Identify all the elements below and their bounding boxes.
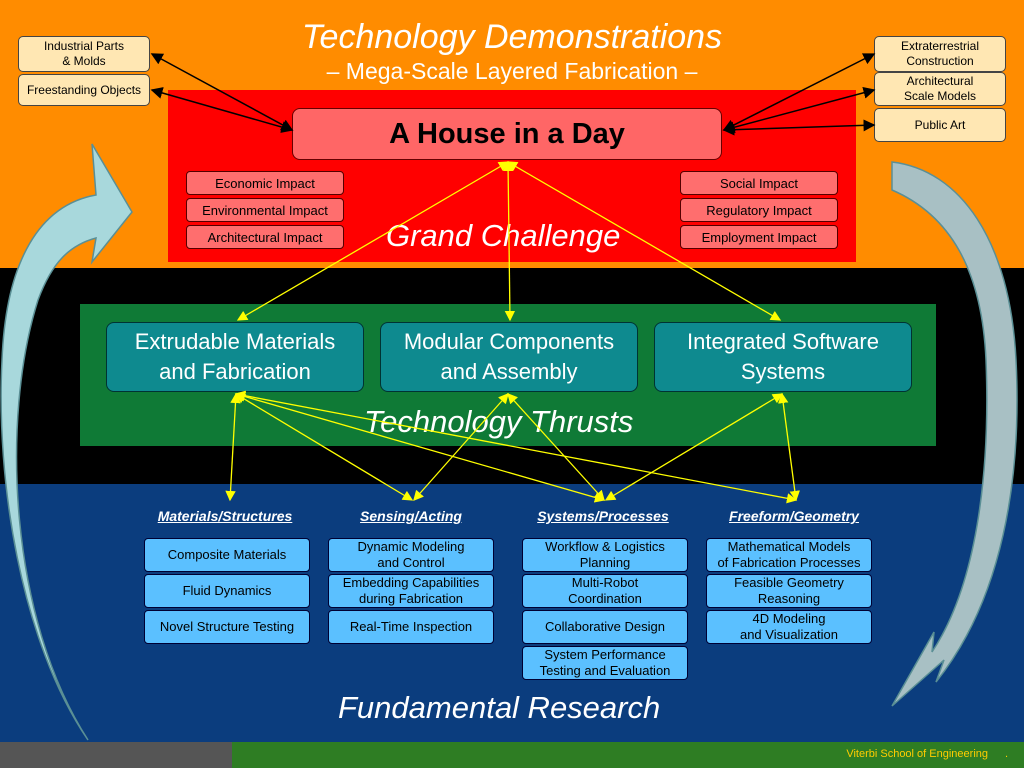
column-head-freeform: Freeform/Geometry <box>729 508 859 524</box>
arrow-publicart-house <box>722 119 876 136</box>
arrow-modular-systems <box>507 393 605 501</box>
research-real-time-inspection: Real-Time Inspection <box>328 610 494 644</box>
column-head-sensing: Sensing/Acting <box>360 508 462 524</box>
research-4d-modeling: 4D Modeling and Visualization <box>706 610 872 644</box>
fundamental-research-label: Fundamental Research <box>338 690 661 725</box>
arrow-house-software <box>506 161 782 321</box>
demo-freestanding-objects: Freestanding Objects <box>18 74 150 106</box>
demo-public-art: Public Art <box>874 108 1006 142</box>
arrow-house-modular <box>502 160 516 322</box>
left-up-arrow-icon <box>0 143 133 741</box>
thrust-extrudable-materials: Extrudable Materials and Fabrication <box>106 322 364 392</box>
research-novel-structure-testing: Novel Structure Testing <box>144 610 310 644</box>
arrow-extrudable-materials <box>225 392 241 502</box>
research-system-performance: System Performance Testing and Evaluatio… <box>522 646 688 680</box>
arrow-extrudable-sensing <box>234 393 414 501</box>
research-workflow-logistics: Workflow & Logistics Planning <box>522 538 688 572</box>
arrow-freestanding-house <box>150 87 294 133</box>
right-down-arrow-icon <box>891 161 1018 707</box>
column-head-materials: Materials/Structures <box>157 508 293 524</box>
arrow-software-freeform <box>778 392 800 502</box>
arrow-architectural-house <box>722 86 876 134</box>
footer-dot: . <box>1004 748 1008 760</box>
footer-green-segment <box>232 742 1024 768</box>
research-multi-robot: Multi-Robot Coordination <box>522 574 688 608</box>
footer-school-name: Viterbi School of Engineering <box>846 748 988 760</box>
research-collaborative-design: Collaborative Design <box>522 610 688 644</box>
arrow-extrudable-freeform <box>234 390 798 504</box>
footer-gray-segment <box>0 742 232 768</box>
page-title: Technology Demonstrations <box>301 18 723 56</box>
research-composite-materials: Composite Materials <box>144 538 310 572</box>
research-dynamic-modeling: Dynamic Modeling and Control <box>328 538 494 572</box>
arrow-modular-sensing <box>413 393 509 501</box>
column-head-systems: Systems/Processes <box>537 508 669 524</box>
arrow-extrudable-systems <box>234 391 606 503</box>
thrust-integrated-software: Integrated Software Systems <box>654 322 912 392</box>
page-subtitle: – Mega-Scale Layered Fabrication – <box>326 58 698 84</box>
research-embedding-capabilities: Embedding Capabilities during Fabricatio… <box>328 574 494 608</box>
arrow-industrial-house <box>150 53 294 131</box>
house-in-a-day-box: A House in a Day <box>292 108 722 160</box>
thrust-modular-components: Modular Components and Assembly <box>380 322 638 392</box>
arrow-extraterrestrial-house <box>722 53 876 131</box>
research-fluid-dynamics: Fluid Dynamics <box>144 574 310 608</box>
arrow-house-extrudable <box>236 161 510 321</box>
demo-extraterrestrial: Extraterrestrial Construction <box>874 36 1006 72</box>
research-mathematical-models: Mathematical Models of Fabrication Proce… <box>706 538 872 572</box>
arrow-software-systems <box>604 393 784 501</box>
demo-architectural-models: Architectural Scale Models <box>874 72 1006 106</box>
research-feasible-geometry: Feasible Geometry Reasoning <box>706 574 872 608</box>
demo-industrial-parts: Industrial Parts & Molds <box>18 36 150 72</box>
